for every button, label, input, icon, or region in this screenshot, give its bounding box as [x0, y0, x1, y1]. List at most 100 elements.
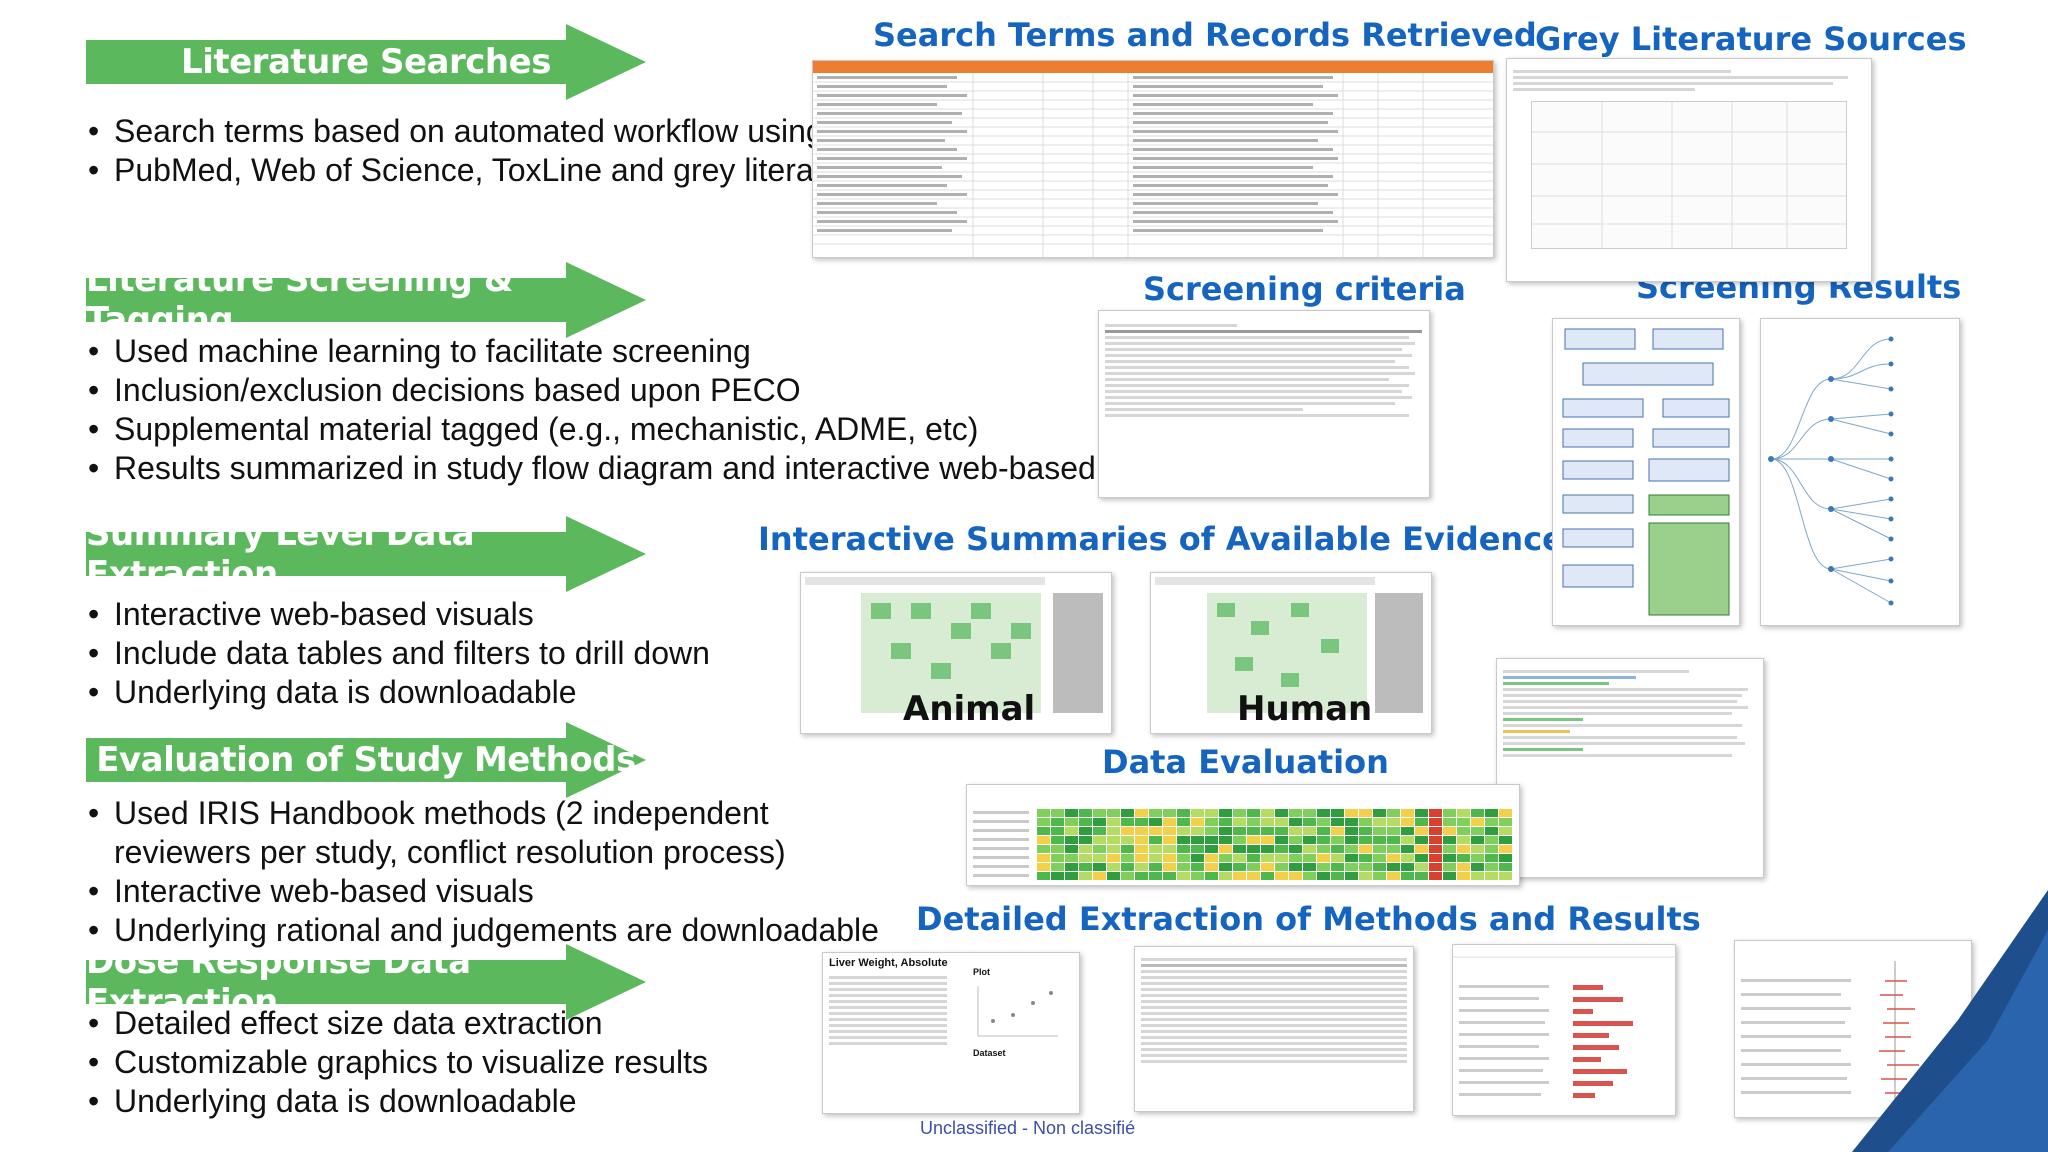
heatmap-cell: [1177, 818, 1190, 826]
study-flow-diagram-image: [1552, 318, 1740, 626]
heatmap-cell: [1415, 827, 1428, 835]
heatmap-cell: [1219, 872, 1232, 880]
heatmap-row-label: [973, 820, 1029, 823]
heatmap-cell: [1065, 827, 1078, 835]
heatmap-cell: [1275, 809, 1288, 817]
heatmap-cell: [1289, 845, 1302, 853]
heatmap-cell: [1359, 809, 1372, 817]
heatmap-cell: [1443, 836, 1456, 844]
heatmap-cell: [1303, 827, 1316, 835]
heatmap-cell: [1219, 809, 1232, 817]
heatmap-cell: [1219, 836, 1232, 844]
heatmap-cell: [1359, 836, 1372, 844]
heatmap-cell: [1205, 836, 1218, 844]
heatmap-cell: [1107, 836, 1120, 844]
heatmap-cell: [1065, 836, 1078, 844]
heatmap-cell: [1387, 854, 1400, 862]
heatmap-cell: [1107, 854, 1120, 862]
heatmap-cell: [1485, 845, 1498, 853]
heatmap-cell: [1457, 854, 1470, 862]
search-terms-table-image: [812, 60, 1494, 258]
heatmap-cell: [1121, 863, 1134, 871]
heatmap-cell: [1261, 872, 1274, 880]
human-evidence-map-image: Human: [1150, 572, 1432, 734]
heatmap-cell: [1233, 827, 1246, 835]
heatmap-cell: [1443, 872, 1456, 880]
heatmap-cell: [1037, 845, 1050, 853]
endpoint-title: Liver Weight, Absolute: [829, 957, 948, 969]
heatmap-cell: [1205, 827, 1218, 835]
bullet-item: Inclusion/exclusion decisions based upon…: [88, 371, 1202, 410]
tagging-tree-image: [1760, 318, 1960, 626]
section-title: Literature Screening & Tagging: [86, 260, 513, 340]
heatmap-cell: [1261, 836, 1274, 844]
heatmap-cell: [1317, 854, 1330, 862]
heatmap-cell: [1093, 872, 1106, 880]
heatmap-cell: [1345, 872, 1358, 880]
heatmap-cell: [1345, 854, 1358, 862]
heatmap-cell: [1345, 818, 1358, 826]
heatmap-cell: [1387, 836, 1400, 844]
heatmap-cell: [1485, 827, 1498, 835]
heatmap-cell: [1499, 872, 1512, 880]
heatmap-cell: [1233, 836, 1246, 844]
corner-decoration: [1852, 890, 2048, 1152]
heatmap-cell: [1415, 854, 1428, 862]
heatmap-cell: [1317, 827, 1330, 835]
bullet-item: Interactive web-based visuals: [88, 872, 888, 911]
heatmap-cell: [1303, 818, 1316, 826]
heatmap-cell: [1429, 863, 1442, 871]
heatmap-cell: [1177, 863, 1190, 871]
heatmap-cell: [1345, 845, 1358, 853]
heatmap-cell: [1331, 872, 1344, 880]
heatmap-cell: [1275, 854, 1288, 862]
heatmap-cell: [1289, 854, 1302, 862]
heatmap-cell: [1415, 809, 1428, 817]
caption-grey-literature: Grey Literature Sources: [1535, 20, 1967, 58]
bullet-list: Used machine learning to facilitate scre…: [88, 332, 1202, 488]
heatmap-cell: [1485, 854, 1498, 862]
heatmap-cell: [1163, 809, 1176, 817]
heatmap-cell: [1037, 836, 1050, 844]
heatmap-cell: [1373, 809, 1386, 817]
heatmap-cell: [1415, 863, 1428, 871]
heatmap-cell: [1373, 872, 1386, 880]
heatmap-cell: [1457, 818, 1470, 826]
heatmap-cell: [1121, 854, 1134, 862]
heatmap-cell: [1219, 827, 1232, 835]
heatmap-cell: [1359, 854, 1372, 862]
heatmap-cell: [1457, 863, 1470, 871]
heatmap-cell: [1303, 854, 1316, 862]
heatmap-cell: [1079, 827, 1092, 835]
heatmap-cell: [1499, 863, 1512, 871]
heatmap-cell: [1331, 818, 1344, 826]
heatmap-cell: [1401, 836, 1414, 844]
heatmap-cell: [1191, 863, 1204, 871]
heatmap-cell: [1359, 827, 1372, 835]
bullet-item: Customizable graphics to visualize resul…: [88, 1043, 708, 1082]
heatmap-cell: [1485, 863, 1498, 871]
heatmap-cell: [1247, 854, 1260, 862]
heatmap-cell: [1457, 845, 1470, 853]
heatmap-cell: [1107, 827, 1120, 835]
heatmap-cell: [1443, 845, 1456, 853]
heatmap-cell: [1233, 845, 1246, 853]
heatmap-cell: [1079, 863, 1092, 871]
heatmap-cell: [1065, 863, 1078, 871]
heatmap-cell: [1289, 872, 1302, 880]
heatmap-cell: [1177, 845, 1190, 853]
caption-interactive-summaries: Interactive Summaries of Available Evide…: [758, 520, 1564, 558]
heatmap-cell: [1471, 818, 1484, 826]
heatmap-cell: [1233, 809, 1246, 817]
heatmap-cell: [1429, 845, 1442, 853]
heatmap-cell: [1037, 818, 1050, 826]
heatmap-cell: [1051, 809, 1064, 817]
bullet-list: Detailed effect size data extraction Cus…: [88, 1004, 708, 1121]
heatmap-cell: [1401, 845, 1414, 853]
heatmap-cell: [1135, 827, 1148, 835]
plot-label: Plot: [973, 967, 990, 977]
heatmap-cell: [1485, 818, 1498, 826]
heatmap-cell: [1303, 836, 1316, 844]
heatmap-cell: [1303, 863, 1316, 871]
heatmap-cell: [1471, 872, 1484, 880]
